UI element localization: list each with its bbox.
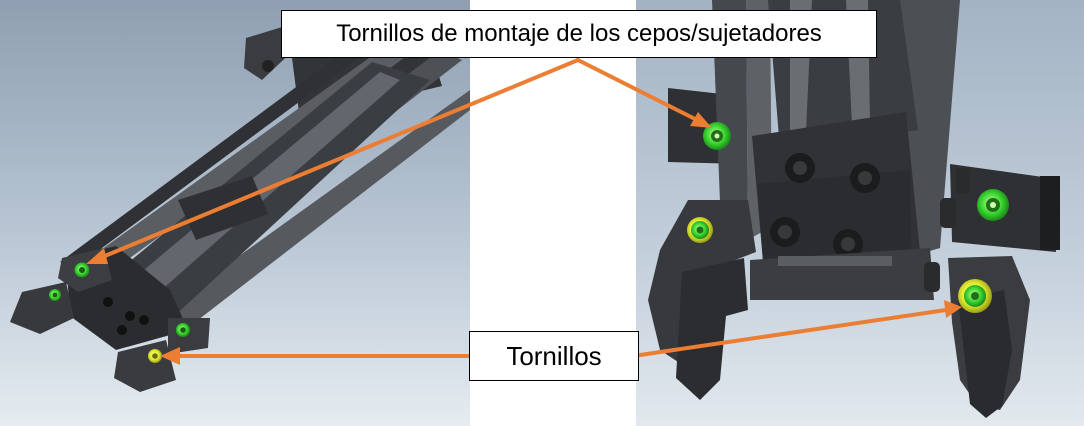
callout-arrows: [86, 58, 962, 365]
left-view: [0, 0, 470, 426]
arrow-to-right-clamp-screw: [638, 308, 948, 357]
screws-label: Tornillos: [506, 340, 602, 371]
screws-callout: Tornillos: [469, 331, 639, 381]
arrow-to-left-mounting-screw: [98, 58, 580, 260]
mounting-screws-label: Tornillos de montaje de los cepos/sujeta…: [336, 20, 822, 47]
screw-group-right: [687, 122, 1009, 313]
screw-group-left: [49, 262, 190, 363]
rail-assembly-right: [648, 0, 1060, 418]
arrow-to-right-mounting-screw: [576, 58, 699, 122]
right-view: [636, 0, 1084, 426]
mounting-screws-callout: Tornillos de montaje de los cepos/sujeta…: [281, 10, 877, 58]
